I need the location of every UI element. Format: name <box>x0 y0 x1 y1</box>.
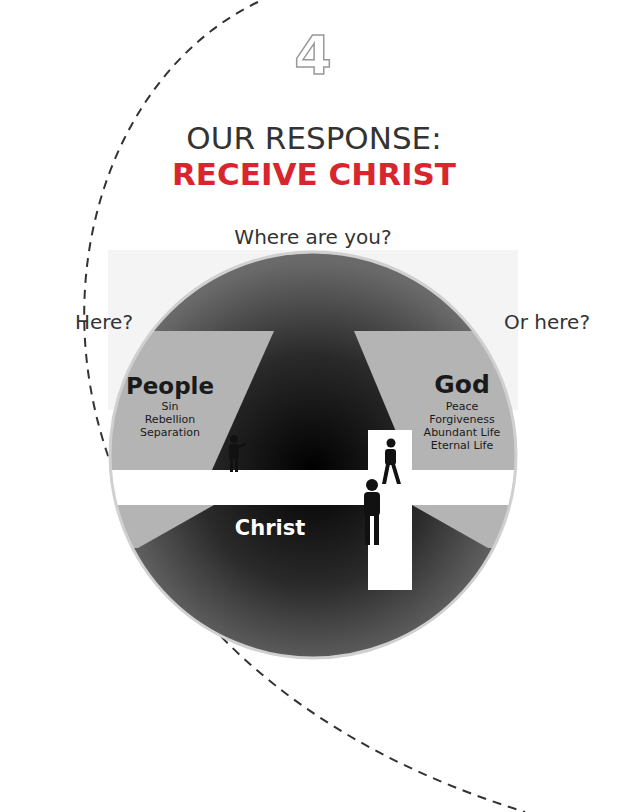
heading: OUR RESPONSE: <box>186 120 441 156</box>
right-cliff-lower <box>412 505 530 548</box>
node-heading: God <box>424 370 501 400</box>
cross-beam <box>100 470 530 505</box>
node-item: Abundant Life <box>424 426 501 439</box>
node-item: Separation <box>126 426 214 439</box>
side-label: Here? <box>75 310 133 334</box>
node-item: Rebellion <box>126 413 214 426</box>
bridge-region: Christ <box>235 515 305 541</box>
node-heading: Christ <box>235 515 305 541</box>
node-item: Forgiveness <box>424 413 501 426</box>
circle-outline <box>110 252 516 658</box>
cliff-region: PeopleSinRebellionSeparation <box>126 372 214 439</box>
circle-ground <box>100 240 530 670</box>
node-item: Peace <box>424 400 501 413</box>
heading-accent: RECEIVE CHRIST <box>172 156 456 192</box>
person-left <box>229 435 246 472</box>
cliff-region: GodPeaceForgivenessAbundant LifeEternal … <box>424 370 501 452</box>
node-heading: People <box>126 372 214 400</box>
person-right <box>382 439 401 485</box>
node-item: Sin <box>126 400 214 413</box>
question: Where are you? <box>234 225 391 249</box>
left-cliff <box>100 331 274 470</box>
person-center <box>364 479 380 545</box>
node-item: Eternal Life <box>424 439 501 452</box>
side-label: Or here? <box>504 310 590 334</box>
step-number: 4 <box>294 24 332 87</box>
